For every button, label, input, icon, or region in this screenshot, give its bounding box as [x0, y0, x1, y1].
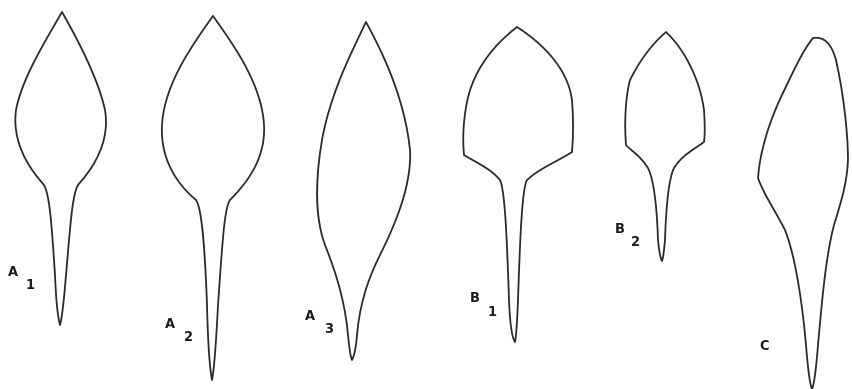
label-b1-subscript: 1	[488, 305, 497, 320]
leaf-outline-c	[758, 38, 848, 389]
leaf-outline-a3	[317, 22, 410, 360]
label-c: C	[760, 339, 770, 354]
label-a2-letter: A	[165, 317, 175, 332]
label-b2-subscript: 2	[631, 235, 640, 250]
label-a3: A 3	[305, 309, 334, 337]
label-a3-subscript: 3	[325, 322, 334, 337]
label-b2: B 2	[615, 222, 640, 250]
label-a1-subscript: 1	[26, 278, 35, 293]
label-a3-letter: A	[305, 309, 315, 324]
leaf-outline-a2	[162, 16, 264, 380]
label-b1: B 1	[470, 291, 497, 320]
label-a2: A 2	[165, 317, 193, 345]
label-c-letter: C	[760, 339, 770, 354]
label-a1: A 1	[8, 265, 35, 293]
label-a1-letter: A	[8, 265, 18, 280]
leaf-outline-b2	[625, 32, 705, 261]
label-a2-subscript: 2	[184, 330, 193, 345]
label-b2-letter: B	[615, 222, 625, 237]
label-b1-letter: B	[470, 291, 480, 306]
